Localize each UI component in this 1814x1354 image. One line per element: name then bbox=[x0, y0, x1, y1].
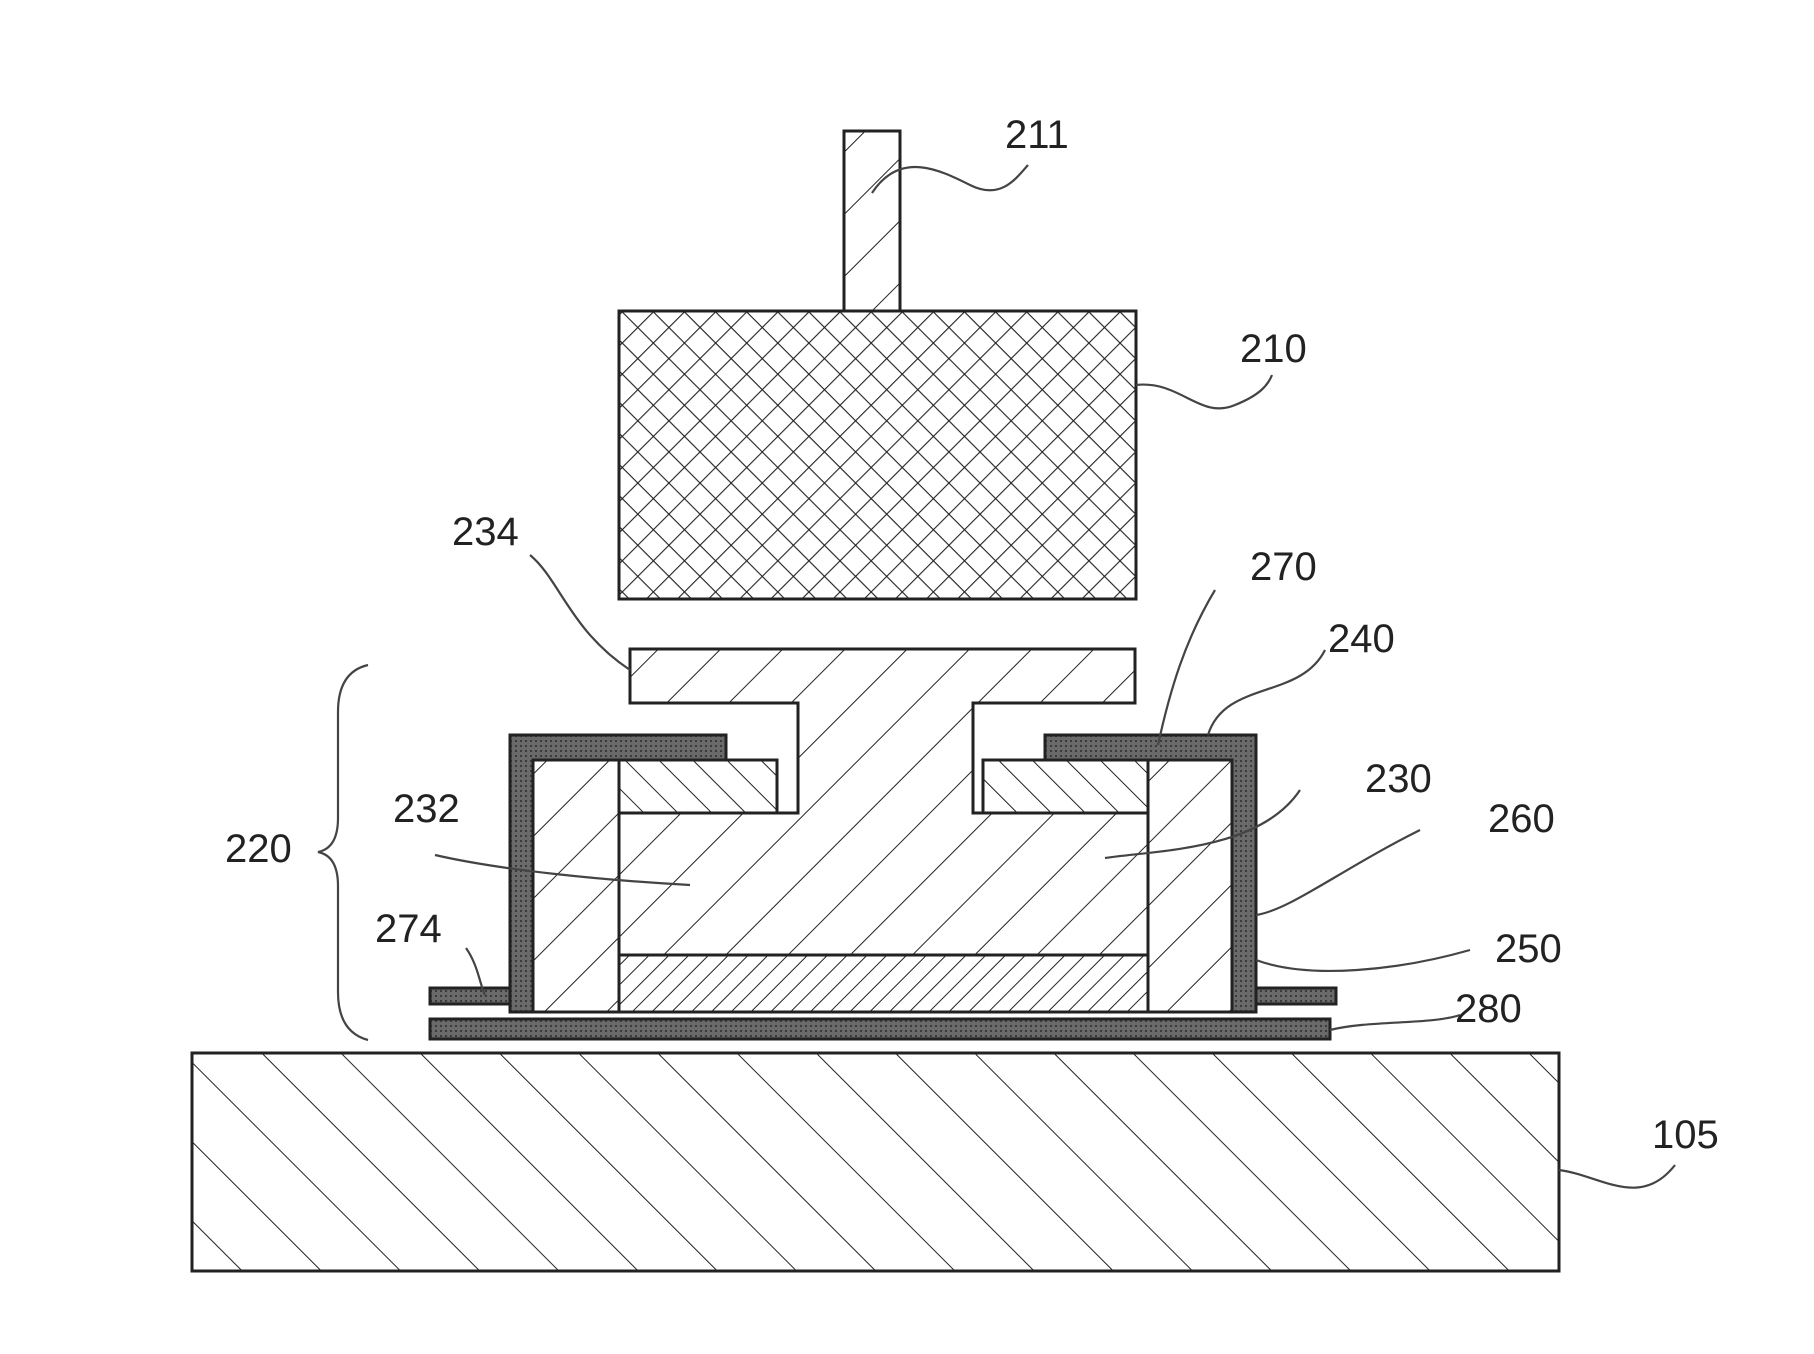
ring-270-right bbox=[983, 760, 1148, 813]
label-211: 211 bbox=[1005, 113, 1069, 157]
leader-280 bbox=[1330, 1015, 1460, 1030]
label-274: 274 bbox=[375, 907, 442, 951]
leader-234 bbox=[530, 555, 630, 670]
brace-220 bbox=[318, 665, 368, 1040]
label-105: 105 bbox=[1652, 1113, 1719, 1157]
label-232: 232 bbox=[393, 787, 460, 831]
wall-230-right bbox=[1148, 760, 1232, 1012]
label-250: 250 bbox=[1495, 927, 1562, 971]
ring-270-left bbox=[619, 760, 777, 813]
label-260: 260 bbox=[1488, 797, 1555, 841]
label-210: 210 bbox=[1240, 327, 1307, 371]
label-230: 230 bbox=[1365, 757, 1432, 801]
label-220: 220 bbox=[225, 827, 292, 871]
leader-210 bbox=[1136, 375, 1272, 408]
plate-280 bbox=[430, 1019, 1330, 1039]
label-280: 280 bbox=[1455, 987, 1522, 1031]
leader-270 bbox=[1158, 590, 1215, 745]
rod-211 bbox=[844, 131, 900, 311]
label-270: 270 bbox=[1250, 545, 1317, 589]
base-105 bbox=[192, 1053, 1559, 1271]
block-210 bbox=[619, 311, 1136, 599]
leader-105 bbox=[1559, 1165, 1675, 1188]
leader-260 bbox=[1256, 830, 1420, 915]
wall-230-left bbox=[533, 760, 619, 1012]
layer-250 bbox=[619, 955, 1148, 1012]
leader-240 bbox=[1208, 650, 1325, 735]
label-234: 234 bbox=[452, 510, 519, 554]
leader-250 bbox=[1256, 950, 1470, 971]
label-240: 240 bbox=[1328, 617, 1395, 661]
